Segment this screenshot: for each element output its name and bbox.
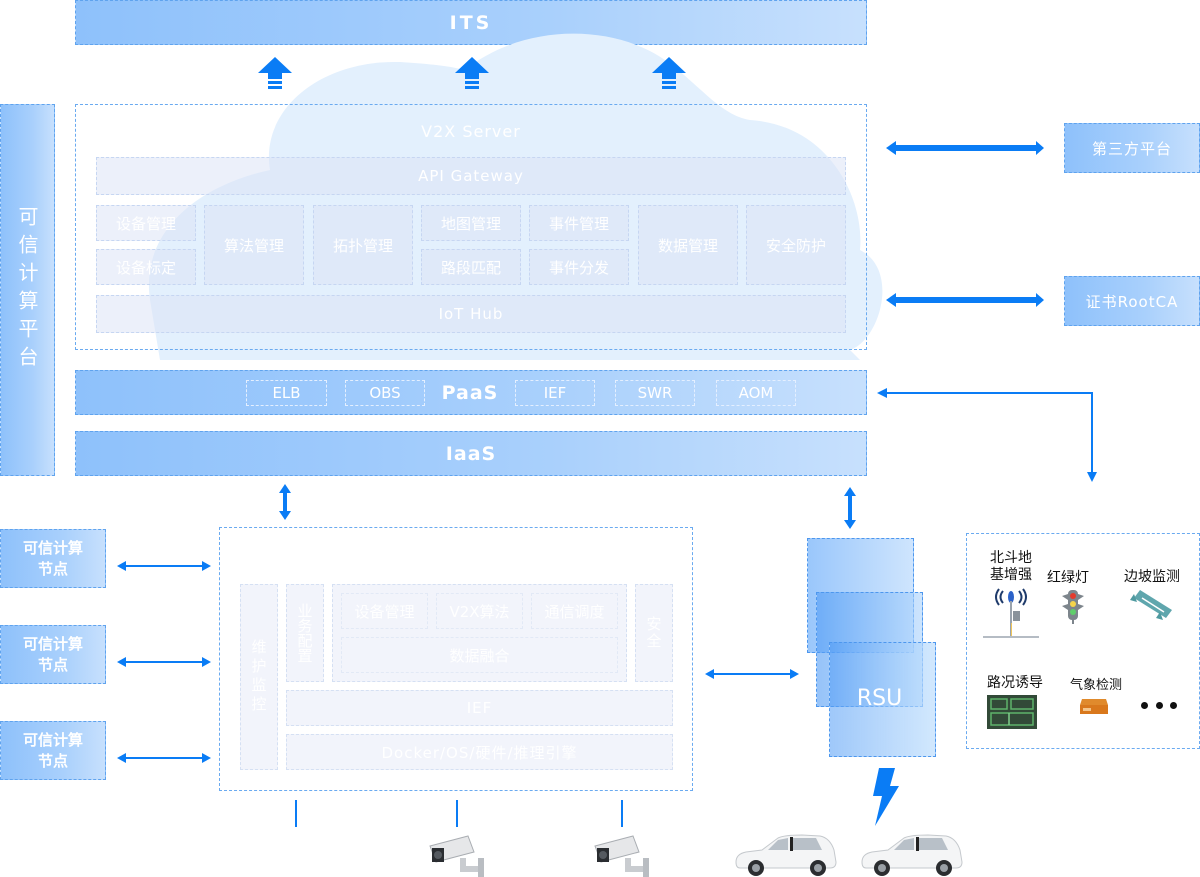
module-data-mgmt: 数据管理 — [638, 205, 738, 285]
trusted-node-1: 可信计算节点 — [0, 529, 106, 588]
trusted-node-3: 可信计算节点 — [0, 721, 106, 780]
double-arrow-edge-rsu — [705, 669, 799, 679]
double-arrow-third-party — [886, 141, 1044, 155]
trusted-node-2: 可信计算节点 — [0, 625, 106, 684]
edge-device-mgmt: 设备管理 — [341, 593, 428, 629]
module-road-match: 路段匹配 — [421, 249, 521, 285]
trusted-platform-bar: 可信计算平台 — [0, 104, 55, 476]
elbow-arrow-devices — [877, 388, 1097, 482]
edge-v2x-algorithm: V2X算法 — [436, 593, 523, 629]
paas-bar — [75, 370, 867, 415]
api-gateway-box: API Gateway — [96, 157, 846, 195]
edge-node-frame — [219, 527, 693, 791]
module-map-mgmt: 地图管理 — [421, 205, 521, 241]
connector-line — [456, 800, 458, 827]
connector-line — [621, 800, 623, 827]
module-security: 安全防护 — [746, 205, 846, 285]
paas-label: PaaS — [441, 382, 499, 404]
iot-hub-box: IoT Hub — [96, 295, 846, 333]
edge-security: 安全 — [635, 584, 673, 682]
double-arrow-root-ca — [886, 293, 1044, 307]
edge-base-layer: Docker/OS/硬件/推理引擎 — [286, 734, 673, 770]
device-road-guide-label: 路况诱导 — [987, 675, 1043, 691]
module-event-mgmt: 事件管理 — [529, 205, 629, 241]
surveillance-camera-icon — [594, 835, 649, 877]
module-algorithm-mgmt: 算法管理 — [204, 205, 304, 285]
up-arrow-icon — [258, 57, 292, 89]
paas-service-ief: IEF — [515, 380, 595, 406]
vertical-double-arrow — [279, 484, 291, 520]
third-party-platform-box: 第三方平台 — [1064, 123, 1200, 173]
wireless-lightning-icon — [873, 768, 899, 826]
vehicle-car-icon — [861, 834, 963, 876]
paas-service-elb: ELB — [246, 380, 327, 406]
module-topology-mgmt: 拓扑管理 — [313, 205, 413, 285]
connector-line — [295, 800, 297, 827]
module-event-dispatch: 事件分发 — [529, 249, 629, 285]
module-device-mgmt: 设备管理 — [96, 205, 196, 241]
paas-service-aom: AOM — [716, 380, 796, 406]
beidou-antenna-icon — [983, 588, 1039, 638]
double-arrow-node-3 — [117, 753, 211, 763]
device-traffic-light-label: 红绿灯 — [1047, 570, 1089, 586]
v2x-server-title: V2X Server — [421, 121, 521, 141]
traffic-light-icon — [1062, 590, 1084, 624]
weather-sensor-icon — [1080, 699, 1108, 714]
edge-comm-schedule: 通信调度 — [531, 593, 618, 629]
edge-maintenance: 维护监控 — [240, 584, 278, 770]
surveillance-camera-icon — [429, 835, 484, 877]
up-arrow-icon — [455, 57, 489, 89]
rsu-box-front: RSU — [829, 642, 936, 757]
edge-app-container — [332, 584, 627, 682]
device-beidou-label: 北斗地基增强 — [990, 550, 1032, 583]
paas-service-obs: OBS — [345, 380, 425, 406]
slope-monitor-icon — [1130, 590, 1172, 620]
paas-service-swr: SWR — [615, 380, 695, 406]
more-devices-ellipsis — [1141, 697, 1177, 713]
vehicle-car-icon — [735, 834, 837, 876]
its-label: ITS — [449, 11, 493, 34]
up-arrow-icon — [652, 57, 686, 89]
edge-business-config: 业务配置 — [286, 584, 324, 682]
vertical-double-arrow — [844, 487, 856, 529]
v2x-server-frame — [75, 104, 867, 350]
double-arrow-node-2 — [117, 657, 211, 667]
iaas-bar: IaaS — [75, 431, 867, 476]
edge-data-fusion: 数据融合 — [341, 637, 618, 673]
double-arrow-node-1 — [117, 561, 211, 571]
its-bar: ITS — [75, 0, 867, 45]
root-ca-box: 证书RootCA — [1064, 276, 1200, 326]
device-slope-monitor-label: 边坡监测 — [1124, 569, 1180, 585]
road-guide-board-icon — [987, 695, 1037, 729]
module-device-calib: 设备标定 — [96, 249, 196, 285]
edge-ief: IEF — [286, 690, 673, 726]
device-weather-label: 气象检测 — [1070, 678, 1123, 693]
